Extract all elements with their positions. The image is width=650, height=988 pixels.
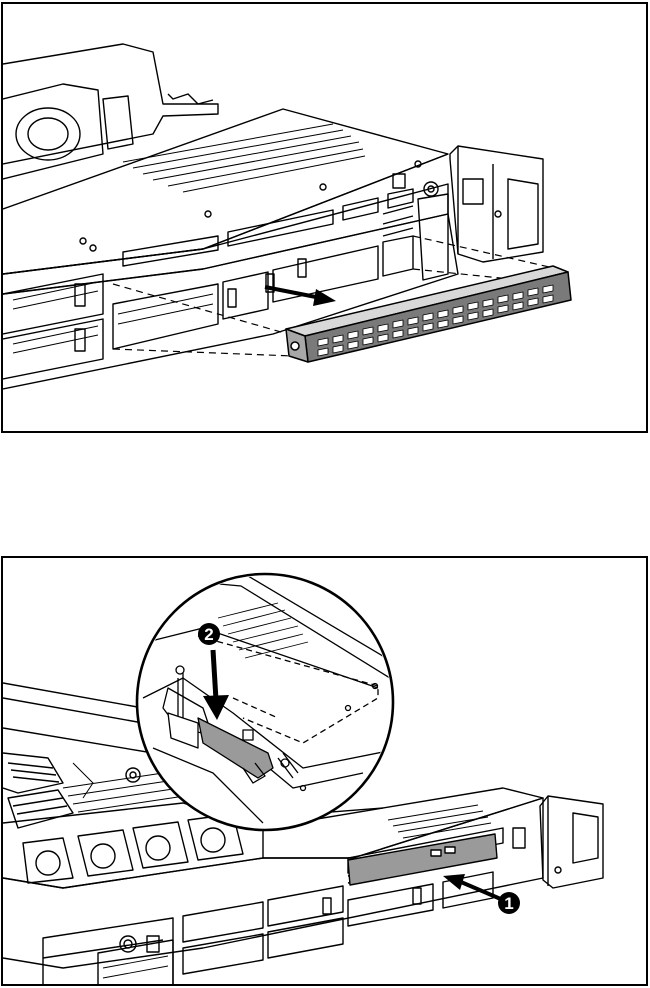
installation-step-panel: 1	[1, 556, 648, 986]
power-supply-module	[450, 146, 543, 262]
magnifier-circle: 2	[137, 568, 403, 830]
drive-bay-blank	[286, 266, 571, 362]
optical-drive	[348, 834, 497, 885]
drive-bays-left	[3, 274, 103, 379]
callout-2-label: 2	[204, 625, 213, 644]
server-blank-removal-illustration	[3, 4, 648, 433]
callout-1-label: 1	[504, 894, 513, 913]
chassis-top-cover	[3, 109, 448, 274]
callout-1: 1	[498, 892, 520, 914]
power-supply-module	[540, 796, 603, 888]
cover-vent-holes	[123, 124, 365, 192]
optical-drive-installation-illustration: 1	[3, 558, 648, 986]
removal-step-panel	[1, 2, 648, 433]
callout-2: 2	[198, 623, 220, 645]
front-bezel	[3, 174, 458, 389]
